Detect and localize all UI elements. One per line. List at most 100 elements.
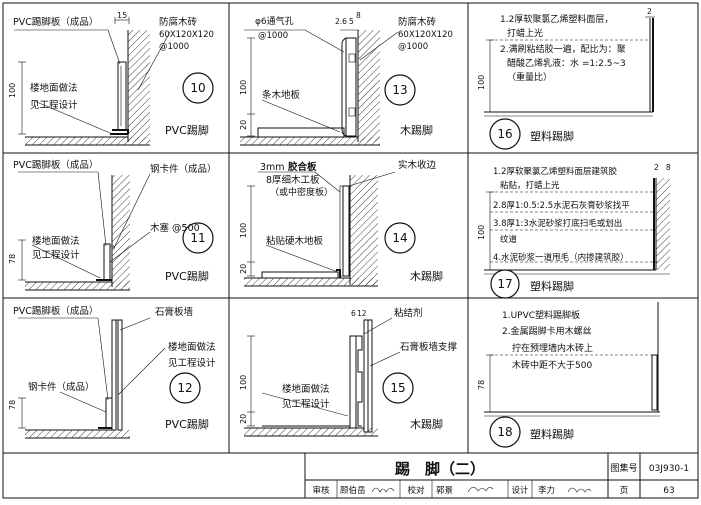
label-strip-floor-13: 条木地板 xyxy=(262,89,301,101)
review-signature xyxy=(371,487,395,493)
label-gypsum-support-15: 石膏板墙支撑 xyxy=(400,341,458,353)
label-steel-clip-12: 钢卡件（成品） xyxy=(28,381,95,393)
design-name: 李力 xyxy=(538,485,555,496)
detail-12: PVC踢脚板（成品） 石膏板墙 楼地面做法 见工程设计 钢卡件（成品） 78 1… xyxy=(8,305,216,439)
note-17-2: 2.8厚1:0.5:2.5水泥石灰膏砂浆找平 xyxy=(493,200,630,211)
note-16-1: 1.2厚软聚氯乙烯塑料面层， xyxy=(500,13,613,25)
detail-13: φ6通气孔 @1000 2.6 5 8 防腐木砖 60X120X120 @100… xyxy=(239,11,453,146)
dim-2-6-13: 2.6 xyxy=(335,17,347,26)
review-name: 顾伯岳 xyxy=(340,485,366,496)
label-pvc-board-12: PVC踢脚板（成品） xyxy=(13,305,98,317)
check-signature xyxy=(467,486,494,493)
label-vent-spacing-13: @1000 xyxy=(258,31,288,41)
label-floor-15: 楼地面做法 xyxy=(282,383,330,395)
dim-5-13: 5 xyxy=(349,17,354,26)
dim-78-12: 78 xyxy=(8,400,17,410)
label-blockboard-14: 8厚细木工板 xyxy=(266,174,320,186)
dim-78-18: 78 xyxy=(477,380,486,390)
detail-15: 6 12 粘结剂 石膏板墙支撑 楼地面做法 见工程设计 100 20 15 木踢… xyxy=(239,307,458,437)
detail-number-16: 16 xyxy=(497,127,512,141)
label-wood-plug-11: 木塞 @500 xyxy=(150,222,200,234)
note-17-3: 3.8厚1:3水泥砂浆打底扫毛或划出 xyxy=(493,218,622,229)
dim-8-17: 8 xyxy=(666,163,671,172)
dim-8-13: 8 xyxy=(356,11,361,20)
label-3mm-14: 3mm xyxy=(260,162,285,173)
detail-number-11: 11 xyxy=(190,231,205,245)
dim-100-13: 100 xyxy=(239,80,248,95)
label-adhesive-15: 粘结剂 xyxy=(394,307,423,319)
dim-12-15: 12 xyxy=(357,309,367,318)
label-wood-brick-10: 防腐木砖 xyxy=(159,16,198,28)
detail-17: 1.2厚软聚氯乙烯塑料面层建筑胶 粘贴，打蜡上光 2.8厚1:0.5:2.5水泥… xyxy=(477,163,671,299)
note-18-1: 1.UPVC塑料踢脚板 xyxy=(502,309,580,321)
note-17-4: 4.水泥砂浆一道甩毛（内掺建筑胶） xyxy=(493,252,629,263)
detail-number-18: 18 xyxy=(497,425,512,439)
detail-number-10: 10 xyxy=(190,81,205,95)
note-18-2c: 木砖中距不大于500 xyxy=(512,359,592,371)
detail-number-12: 12 xyxy=(177,381,192,395)
label-floor-10: 楼地面做法 xyxy=(30,82,78,94)
dim-100-17: 100 xyxy=(477,225,486,240)
dim-6-15: 6 xyxy=(351,309,356,318)
detail-number-14: 14 xyxy=(392,231,407,245)
label-see-design-12: 见工程设计 xyxy=(168,357,216,369)
detail-16: 1.2厚软聚氯乙烯塑料面层， 打蜡上光 2.满刷粘结胶一遍，配比为：聚 醋酸乙烯… xyxy=(477,7,655,150)
caption-14: 木踢脚 xyxy=(410,269,443,283)
label-solid-edge-14: 实木收边 xyxy=(398,159,437,171)
page-label: 页 xyxy=(620,486,629,496)
review-label: 审核 xyxy=(312,485,330,496)
label-vent-hole-13: φ6通气孔 xyxy=(255,15,294,27)
sheet-frame xyxy=(2,2,699,499)
label-floor-12: 楼地面做法 xyxy=(168,341,216,353)
label-hardwood-14: 粘贴硬木地板 xyxy=(266,235,324,247)
note-16-2b: 醋酸乙烯乳液：水 =1:2.5~3 xyxy=(507,57,626,69)
note-18-2: 2.金属踢脚卡用木螺丝 xyxy=(502,325,592,337)
dim-20-15: 20 xyxy=(239,414,248,424)
note-16-2c: （重量比） xyxy=(507,71,552,83)
atlas-number: 03J930-1 xyxy=(649,464,689,474)
check-label: 校对 xyxy=(407,485,425,496)
dim-100-14: 100 xyxy=(239,223,248,238)
detail-18: 1.UPVC塑料踢脚板 2.金属踢脚卡用木螺丝 拧在预埋墙内木砖上 木砖中距不大… xyxy=(477,302,660,448)
note-17-3b: 纹道 xyxy=(500,234,518,245)
detail-number-17: 17 xyxy=(497,277,512,291)
label-see-design-15: 见工程设计 xyxy=(282,398,330,410)
dim-78-11: 78 xyxy=(8,254,17,264)
label-brick-size-10: 60X120X120 xyxy=(159,30,214,40)
detail-10: PVC踢脚板（成品） 15 防腐木砖 60X120X120 @1000 楼地面做… xyxy=(8,11,214,146)
label-pvc-board-11: PVC踢脚板（成品） xyxy=(13,159,98,171)
dim-100-16: 100 xyxy=(477,75,486,90)
label-floor-11: 楼地面做法 xyxy=(32,235,80,247)
caption-11: PVC踢脚 xyxy=(165,269,209,283)
dim-2-17: 2 xyxy=(654,163,659,172)
label-steel-clip-11: 钢卡件（成品） xyxy=(150,163,217,175)
note-17-1: 1.2厚软聚氯乙烯塑料面层建筑胶 xyxy=(493,166,618,177)
detail-number-15: 15 xyxy=(390,381,405,395)
note-16-1b: 打蜡上光 xyxy=(507,27,543,39)
label-brick-size-13: 60X120X120 xyxy=(398,30,453,40)
label-spacing-10: @1000 xyxy=(159,42,189,52)
title-block: 踢 脚（二） 图集号 03J930-1 审核 顾伯岳 校对 郭景 设计 李力 页… xyxy=(304,453,698,498)
dim-100-10: 100 xyxy=(8,83,17,98)
dim-20-14: 20 xyxy=(239,264,248,274)
caption-18: 塑料踢脚 xyxy=(530,427,574,441)
label-mdf-14: （或中密度板） xyxy=(270,186,333,198)
sheet-title: 踢 脚（二） xyxy=(395,460,485,478)
caption-17: 塑料踢脚 xyxy=(530,279,574,293)
page-number: 63 xyxy=(663,486,674,496)
label-gypsum-wall-12: 石膏板墙 xyxy=(155,306,194,318)
label-see-design-11: 见工程设计 xyxy=(32,249,80,261)
label-plywood-14: 胶合板 xyxy=(288,161,317,173)
design-label: 设计 xyxy=(511,485,529,496)
label-spacing-13: @1000 xyxy=(398,42,428,52)
caption-13: 木踢脚 xyxy=(400,123,433,137)
caption-16: 塑料踢脚 xyxy=(530,129,574,143)
note-18-2b: 拧在预埋墙内木砖上 xyxy=(512,342,593,354)
design-signature xyxy=(567,487,592,493)
label-pvc-board-10: PVC踢脚板（成品） xyxy=(13,16,98,28)
detail-number-13: 13 xyxy=(392,83,407,97)
note-17-1b: 粘贴，打蜡上光 xyxy=(500,180,560,191)
dim-20-13: 20 xyxy=(239,120,248,130)
